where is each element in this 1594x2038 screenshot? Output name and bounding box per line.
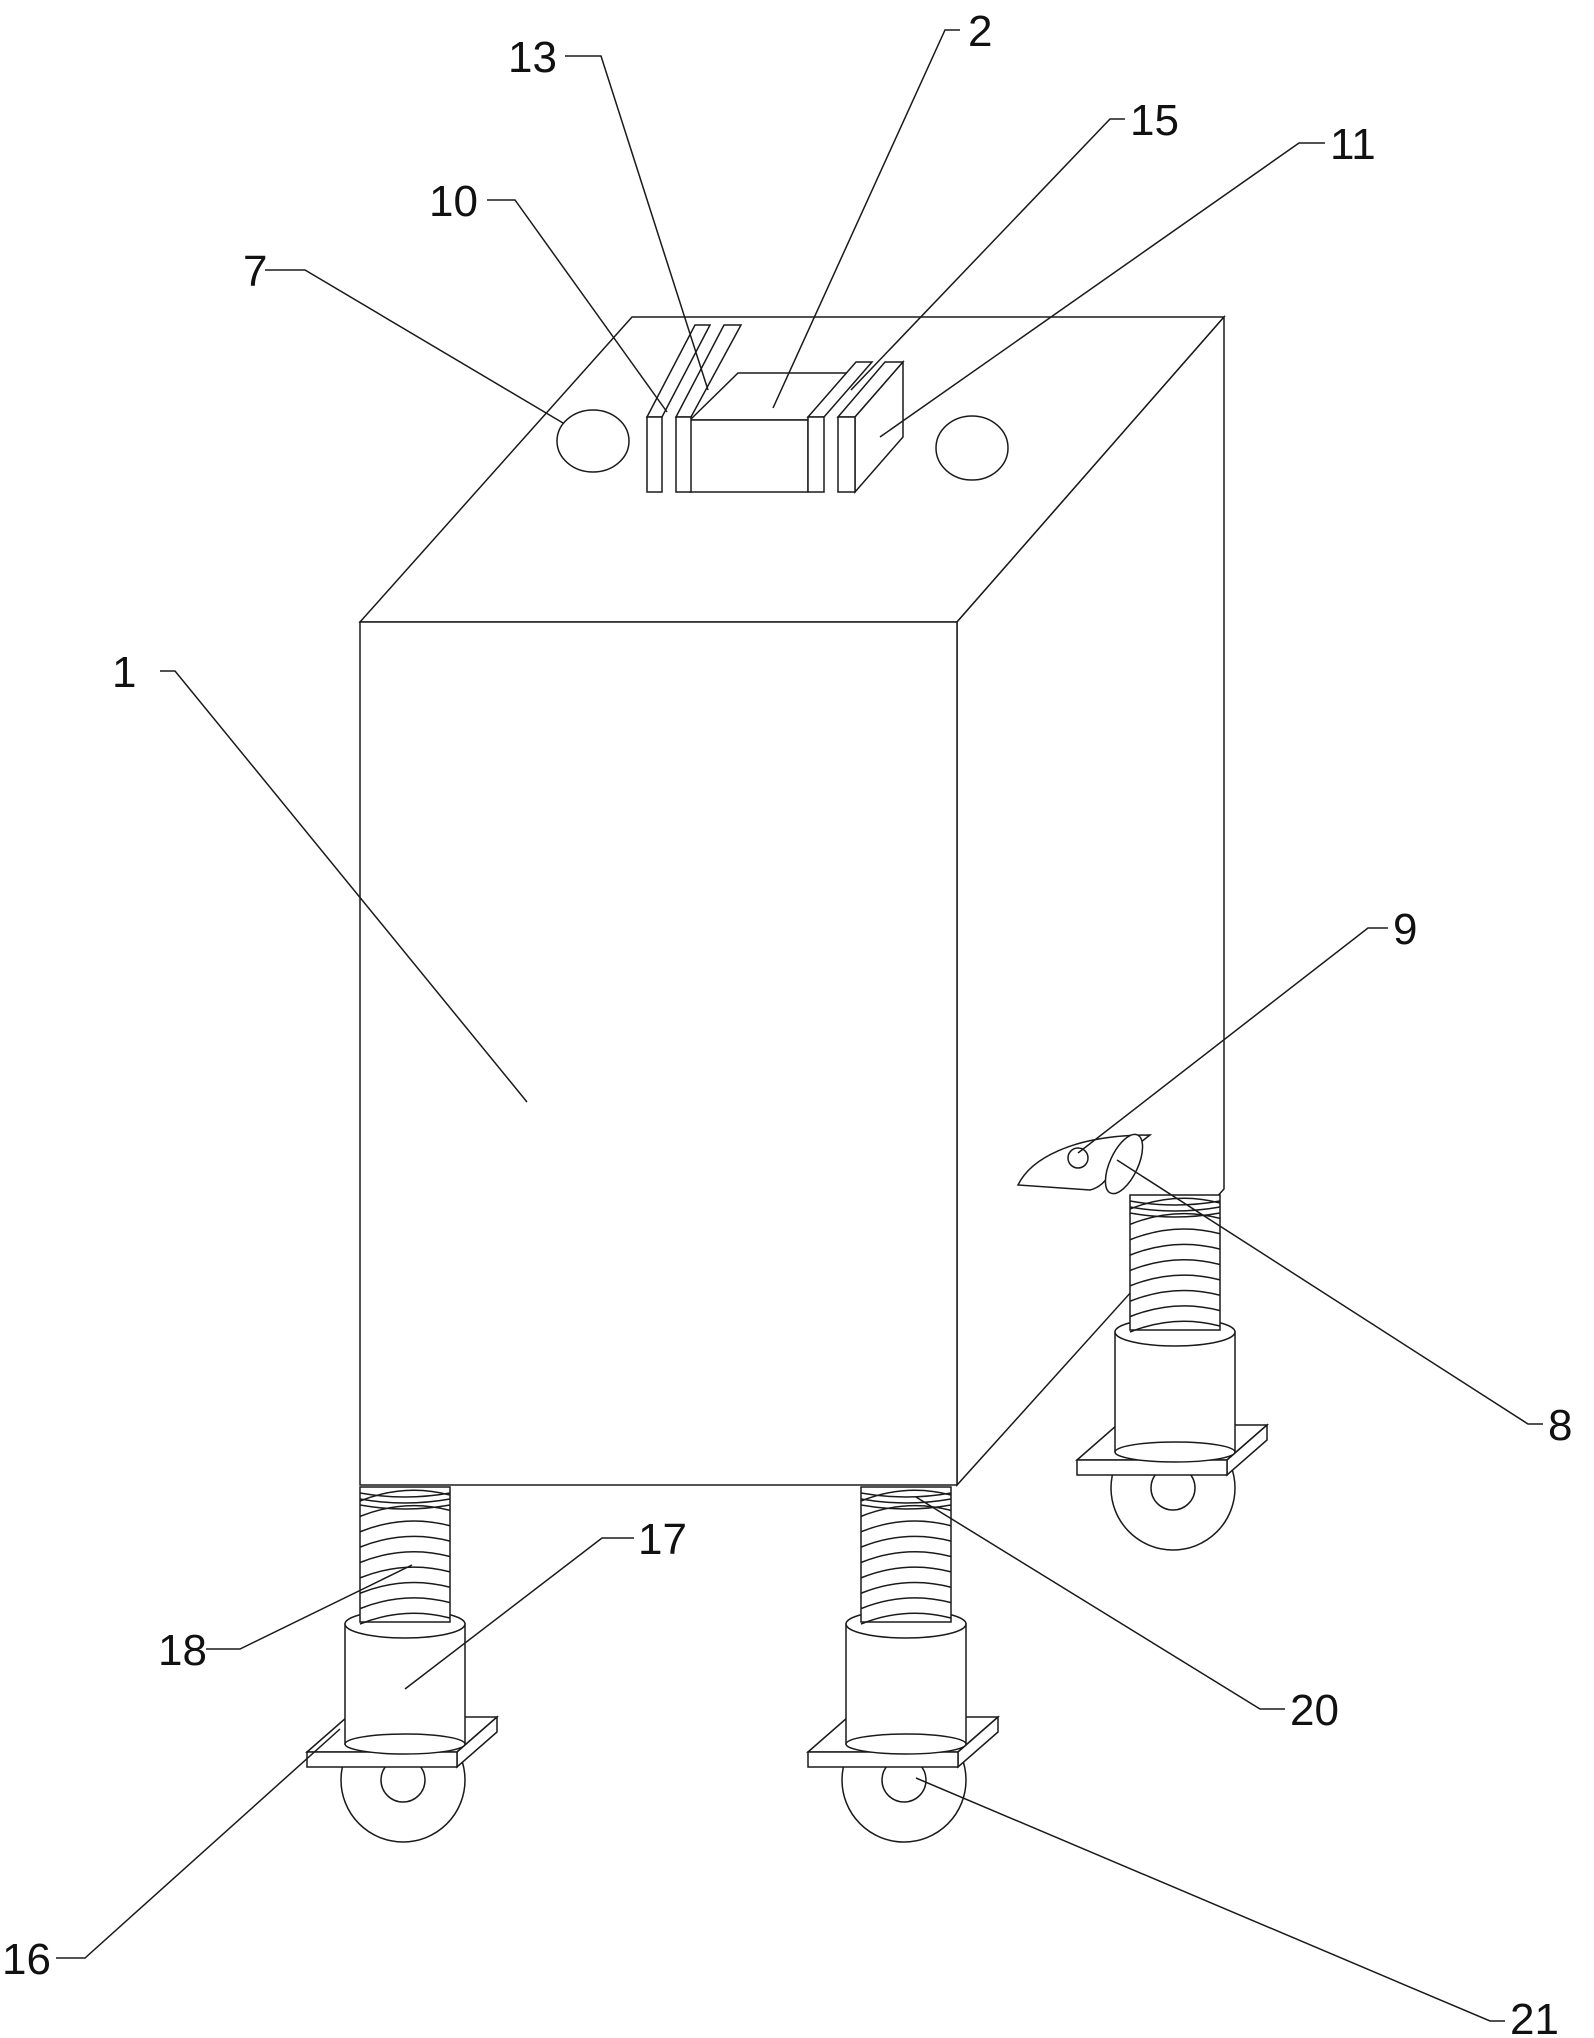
callout-2: 2 (968, 7, 992, 56)
spring-coil-front-left (359, 1581, 451, 1594)
spring-top-coil-rear-right (1129, 1206, 1221, 1212)
spring-coil-front-left (359, 1504, 451, 1518)
callout-10: 10 (429, 177, 478, 226)
leader-1 (160, 670, 528, 1103)
spring-coil-front-right (860, 1612, 952, 1625)
spring-coil-front-right (860, 1550, 952, 1564)
leader-9 (1077, 927, 1388, 1154)
center-block-front (689, 419, 809, 493)
callout-9: 9 (1393, 905, 1417, 954)
spring-top-coil-front-right (860, 1498, 952, 1504)
spring-top-coil-front-right (860, 1492, 952, 1498)
leader-13 (565, 55, 709, 391)
top-round-port-left (556, 409, 630, 473)
callout-1: 1 (112, 648, 136, 697)
spring-top-coil-rear-right (1129, 1200, 1221, 1206)
callout-20: 20 (1290, 1686, 1339, 1735)
spring-coil-front-right (860, 1520, 952, 1533)
spring-coil-rear-right (1129, 1274, 1221, 1287)
callout-18: 18 (158, 1626, 207, 1675)
callout-13: 13 (508, 33, 557, 82)
leader-17 (404, 1537, 634, 1690)
spring-top-coil-rear-right (1129, 1212, 1221, 1218)
cabinet-body (358, 315, 1226, 1487)
spring-coil-rear-right (1129, 1258, 1221, 1272)
leader-8 (1116, 1159, 1543, 1425)
spring-coil-front-left (359, 1597, 451, 1610)
callout-21: 21 (1510, 1995, 1559, 2038)
callout-11: 11 (1330, 120, 1376, 169)
spring-coil-front-right (860, 1566, 952, 1579)
sleeve-bottom-front-right (845, 1733, 967, 1755)
spring-coil-rear-right (1129, 1228, 1221, 1241)
spring-coil-rear-right (1129, 1305, 1221, 1318)
leader-10 (487, 199, 668, 413)
leader-20 (915, 1496, 1285, 1710)
leader-16 (56, 1728, 341, 1959)
outlet-hole (1067, 1147, 1089, 1169)
spring-top-coil-front-left (359, 1492, 451, 1498)
spring-coil-front-right (860, 1597, 952, 1610)
reference-numerals: 1 2 7 8 9 10 11 13 15 16 17 18 20 21 (2, 7, 1572, 2038)
leader-15 (850, 118, 1125, 391)
right-plate-inner (807, 416, 825, 493)
spring-coil-rear-right (1129, 1320, 1221, 1333)
spring-coil-front-left (359, 1520, 451, 1533)
spring-top-coil-front-left (359, 1504, 451, 1510)
base-plate-front-rear-right (1076, 1459, 1228, 1476)
spring-coil-front-left (359, 1550, 451, 1564)
sleeve-body-rear-right (1114, 1331, 1236, 1453)
spring-coil-rear-right (1129, 1197, 1221, 1210)
left-plate-outer (646, 416, 663, 493)
spring-coil-rear-right (1129, 1289, 1221, 1302)
sleeve-bottom-rear-right (1114, 1441, 1236, 1463)
sleeve-bottom-front-left (344, 1733, 466, 1755)
leg-assemblies (305, 1194, 1269, 1843)
spring-top-coil-front-right (860, 1504, 952, 1510)
spring-coil-front-left (359, 1489, 451, 1502)
spring-top-coil-front-left (359, 1498, 451, 1504)
callout-8: 8 (1548, 1401, 1572, 1450)
top-round-port-right (935, 415, 1009, 481)
sleeve-body-front-left (344, 1623, 466, 1745)
spring-coil-rear-right (1129, 1212, 1221, 1226)
spring-coil-front-right (860, 1489, 952, 1502)
cabinet-front-face (359, 621, 958, 1486)
left-plate-inner (675, 416, 692, 493)
spring-coil-front-left (359, 1566, 451, 1579)
spring-coil-front-right (860, 1504, 952, 1518)
leader-11 (879, 142, 1325, 438)
callout-16: 16 (2, 1935, 51, 1984)
base-plate-front-front-left (306, 1751, 458, 1768)
leader-21 (915, 1777, 1505, 2022)
spring-coil-front-right (860, 1535, 952, 1548)
leader-lines (56, 29, 1543, 2022)
sleeve-body-front-right (845, 1623, 967, 1745)
callout-7: 7 (243, 247, 267, 296)
base-plate-front-front-right (807, 1751, 959, 1768)
top-fixtures (556, 324, 1009, 494)
spring-coil-rear-right (1129, 1243, 1221, 1256)
spring-coil-front-right (860, 1581, 952, 1594)
leader-2 (772, 29, 960, 409)
spring-coil-front-left (359, 1535, 451, 1548)
leader-18 (206, 1564, 413, 1650)
spring-coil-front-left (359, 1612, 451, 1625)
callout-15: 15 (1130, 96, 1179, 145)
right-plate-outer (837, 416, 856, 493)
callout-17: 17 (638, 1515, 687, 1564)
leader-7 (265, 269, 564, 424)
